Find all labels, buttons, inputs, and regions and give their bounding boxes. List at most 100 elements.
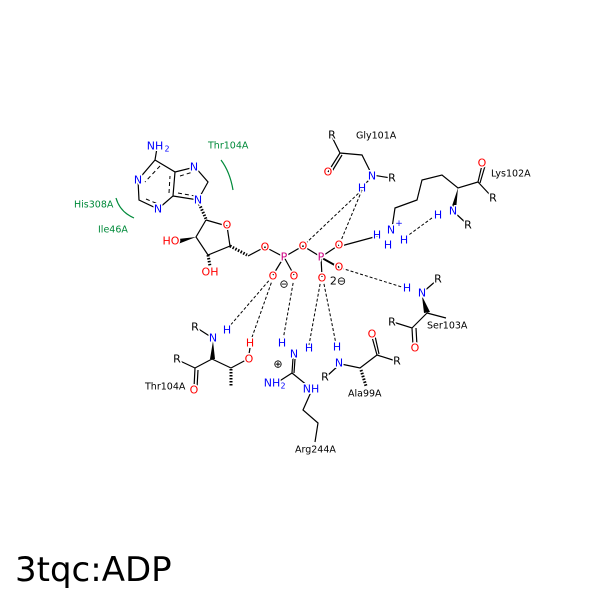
- hydrogen-label: H: [305, 342, 313, 355]
- lys102-bonds: [340, 164, 493, 247]
- residue-label: Ala99A: [348, 389, 382, 400]
- residue-ala99a: H N R O R Ala99A: [320, 326, 403, 401]
- aromatic-bonds: [144, 165, 196, 205]
- positive-charge: +: [395, 219, 403, 229]
- ligand-bonds: [137, 147, 342, 278]
- oxygen-label: O: [324, 166, 333, 179]
- nitrogen-label: N: [418, 287, 426, 300]
- hydrophobic-contact-arc: [115, 197, 135, 219]
- hydrogen-label: H: [358, 182, 366, 195]
- p-alpha-label: P: [281, 251, 288, 264]
- r-group: R: [434, 273, 442, 286]
- hydrogen-label: H: [333, 341, 341, 354]
- nitrogen-label: N: [368, 170, 376, 183]
- amine-label: NH: [303, 383, 320, 396]
- ligand-labels: NH 2 N N N N O HO OH O P O P O O O O O ⊖…: [132, 138, 347, 292]
- ring-oxygen-label: O: [223, 219, 232, 232]
- oxygen-label: O: [478, 157, 487, 170]
- wedge-bond: [451, 188, 458, 210]
- positive-charge: ⊕: [273, 358, 282, 371]
- hydrogen-bonds: [227, 189, 437, 346]
- oxygen-label: O: [335, 261, 344, 274]
- hbond: [340, 267, 406, 289]
- residue-label: Lys102A: [491, 169, 531, 180]
- hydroxyl-label: OH: [202, 266, 219, 279]
- residue-label: Gly101A: [356, 131, 397, 142]
- r-group: R: [489, 192, 497, 205]
- r-group: R: [328, 129, 336, 142]
- hbond: [304, 189, 363, 245]
- ala99-bonds: [326, 335, 397, 377]
- n3-label: N: [154, 203, 162, 216]
- n7-label: N: [190, 161, 198, 174]
- negative-charge: ⊖: [279, 278, 288, 291]
- hydrogen-label: H: [403, 282, 411, 295]
- hydrophobic-label: Thr104A: [207, 141, 249, 152]
- residue-ser103a: H N R R O Ser103A: [387, 271, 470, 356]
- residue-label: Thr104A: [144, 382, 186, 393]
- p-beta-label: P: [318, 251, 325, 264]
- ligand-adp: [137, 147, 342, 278]
- hydrogen-label: H: [373, 229, 381, 242]
- n9-label: N: [194, 194, 202, 207]
- diagram-title: 3tqc:ADP: [15, 550, 172, 590]
- nitrogen-label: N: [290, 348, 298, 361]
- oxygen-label: O: [290, 270, 299, 283]
- oxygen-label: O: [318, 272, 327, 285]
- hbond: [308, 278, 322, 346]
- hydrophobic-label: His308A: [74, 200, 114, 211]
- nitrogen-label: N: [449, 205, 457, 218]
- residue-arg244a: H N H ⊕ NH 2 NH Arg244A: [262, 335, 338, 457]
- hashed-bond: [359, 369, 368, 387]
- oxygen-label: O: [269, 270, 278, 283]
- oxygen-label: O: [335, 239, 344, 252]
- residue-thr104a: R N H R O O H Thr104A: [143, 319, 256, 398]
- r-group: R: [321, 371, 329, 384]
- thr104-bonds: [177, 327, 251, 389]
- hydrogen-label: H: [384, 239, 392, 252]
- negative-charge-2: 2⊖: [330, 275, 346, 288]
- nitrogen-label: N: [387, 224, 395, 237]
- hydrophobic-label: Ile46A: [98, 225, 128, 236]
- o5-label: O: [261, 241, 270, 254]
- r-group: R: [388, 172, 396, 185]
- nitrogen-label: N: [209, 332, 217, 345]
- wedge-bond: [210, 341, 215, 359]
- r-group: R: [388, 316, 396, 329]
- residue-lys102a: N + H H H O R N H R Lys102A: [371, 155, 532, 253]
- residue-label: Ser103A: [427, 321, 468, 332]
- residue-gly101a: R O N R H Gly101A: [322, 127, 398, 196]
- hydrogen-label: H: [434, 209, 442, 222]
- nitrogen-label: N: [335, 357, 343, 370]
- hydrophobic-contact-arc: [220, 159, 234, 191]
- oxygen-label: O: [245, 353, 254, 366]
- n1-label: N: [134, 174, 142, 187]
- hydrogen-label: H: [223, 324, 231, 337]
- hbond: [227, 276, 273, 329]
- hydroxyl-label: HO: [163, 235, 180, 248]
- bridge-oxygen-label: O: [299, 240, 308, 253]
- oxygen-label: O: [368, 328, 377, 341]
- r-group: R: [191, 321, 199, 334]
- hbond: [339, 189, 363, 244]
- hashed-bond: [196, 200, 248, 267]
- wedge-bond: [178, 237, 196, 244]
- residue-label: Arg244A: [295, 445, 336, 456]
- r-group: R: [393, 355, 401, 368]
- oxygen-label: O: [190, 384, 199, 397]
- amine-subscript: 2: [164, 145, 169, 154]
- r-group: R: [173, 353, 181, 366]
- wedge-bond: [422, 296, 430, 313]
- ser103-bonds: [392, 279, 447, 347]
- hbond: [405, 214, 437, 238]
- hbond: [282, 277, 295, 341]
- amine-label: NH: [264, 377, 281, 390]
- oxygen-label: O: [411, 342, 420, 355]
- hydrogen-label: H: [278, 337, 286, 350]
- hydrogen-label: H: [400, 234, 408, 247]
- gly101-bonds: [327, 136, 392, 187]
- r-group: R: [464, 219, 472, 232]
- amine-subscript: 2: [280, 382, 285, 391]
